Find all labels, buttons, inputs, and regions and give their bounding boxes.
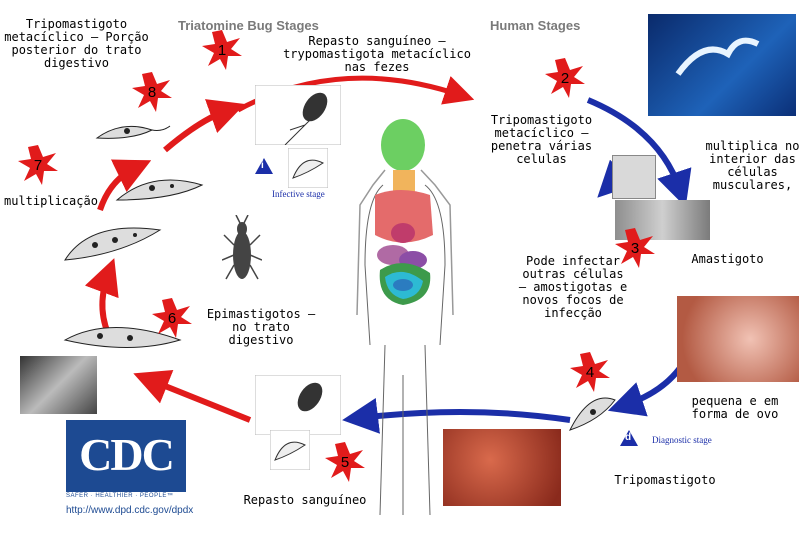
human-body-figure [356, 119, 454, 515]
bug-panel-1 [255, 85, 341, 145]
infective-stage-marker [255, 158, 273, 174]
trypanosome-inset-1 [288, 148, 328, 188]
step-5-number: 5 [340, 453, 350, 471]
trypanosome-drawing-6 [63, 327, 182, 348]
micrograph-amastigotes [677, 296, 799, 382]
arrow-2-to-cells [586, 97, 692, 208]
step-1-number: 1 [217, 41, 227, 59]
micrograph-top-right [648, 14, 796, 116]
step-3-label: Pode infectar outras células – amostigot… [518, 254, 628, 320]
bug-panel-2 [255, 375, 341, 435]
cdc-url[interactable]: http://www.dpd.cdc.gov/dpdx [66, 505, 194, 516]
step-6-number: 6 [167, 309, 177, 327]
trypanosome-drawing-8 [95, 125, 171, 139]
micrograph-trypanosome [675, 37, 760, 76]
step-8-label: Tripomastigoto metacíclico – Porção post… [4, 17, 149, 70]
cdc-tagline: SAFER · HEALTHIER · PEOPLE™ [66, 493, 174, 499]
step-2-burst: 2 [545, 58, 585, 98]
amastigoto-label: Amastigoto [691, 252, 764, 266]
step-7-burst: 7 [18, 145, 58, 185]
multiplica-label: multiplica no interior das células muscu… [705, 139, 800, 192]
step-4-burst: 4 [570, 352, 610, 392]
infective-stage-label: Infective stage [272, 189, 325, 199]
step-1-burst: 1 [202, 30, 242, 70]
cdc-logo: CDC [66, 420, 186, 492]
step-4-number: 4 [585, 363, 595, 381]
trypanosome-drawing-7a [115, 179, 204, 201]
triatomine-header: Triatomine Bug Stages [178, 18, 319, 33]
step-2-label: Tripomastigoto metacíclico – penetra vár… [490, 113, 593, 166]
diagnostic-stage-marker [620, 430, 638, 446]
arrow-8-to-1 [163, 99, 245, 153]
triatomine-bug-figure [222, 215, 262, 280]
step-8-number: 8 [147, 83, 157, 101]
step-5-burst: 5 [325, 442, 365, 482]
human-header: Human Stages [490, 18, 581, 33]
diagnostic-stage-letter: d [625, 432, 632, 443]
step-3-burst: 3 [615, 228, 655, 268]
micrograph-sem [20, 356, 97, 414]
micrograph-blood-smear [443, 429, 561, 506]
step-8-burst: 8 [132, 72, 172, 112]
cdc-logo-text: CDC [79, 429, 175, 480]
arrow-blood-to-bug [342, 398, 571, 434]
step-2-number: 2 [560, 69, 570, 87]
step-6-burst: 6 [152, 298, 192, 338]
step-7-label: multiplicação [4, 194, 98, 208]
micrograph-cell-round [612, 155, 656, 199]
step-5-label: Repasto sanguíneo [243, 493, 367, 507]
trypanosome-inset-2 [270, 430, 310, 470]
diagnostic-stage-label: Diagnostic stage [652, 435, 712, 445]
trypanosome-drawing-7b [64, 227, 162, 261]
pequena-label: pequena e em forma de ovo [691, 394, 779, 421]
infective-stage-letter: i [261, 160, 264, 171]
arrow-7-to-8 [97, 159, 152, 212]
step-1-label: Repasto sanguíneo – trypomastigota metac… [283, 34, 471, 74]
step-3-number: 3 [630, 239, 640, 257]
arrow-5-to-6 [133, 369, 252, 423]
step-6-label: Epimastigotos – no trato digestivo [206, 307, 316, 347]
trypomastigote-drawing [569, 397, 616, 431]
tripomastigoto-label: Tripomastigoto [614, 473, 716, 487]
step-7-number: 7 [33, 156, 43, 174]
